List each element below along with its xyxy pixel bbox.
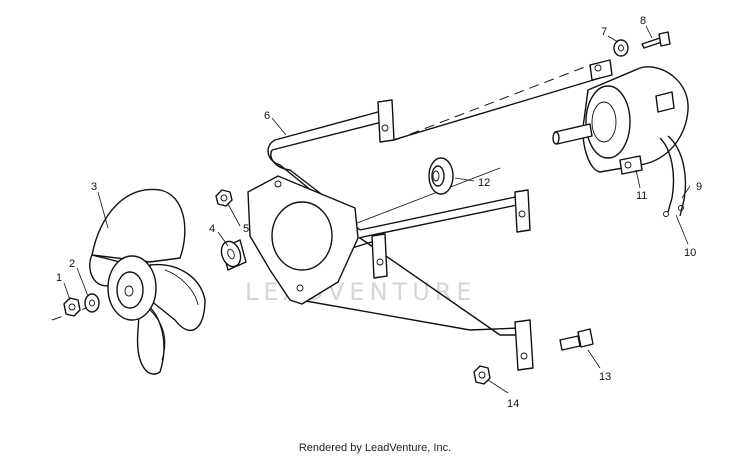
callout-5: 5: [243, 223, 249, 235]
callout-11: 11: [636, 190, 647, 202]
bracket-bolt: [559, 328, 594, 351]
grommet: [428, 157, 454, 195]
callout-6: 6: [264, 110, 270, 122]
callout-2: 2: [69, 258, 75, 270]
fan-nut: [63, 297, 81, 317]
callout-8: 8: [640, 15, 646, 27]
mounting-plate: [247, 175, 359, 305]
motor-washer: [613, 39, 629, 57]
bracket-nut: [473, 365, 491, 385]
fan-motor: [552, 59, 689, 217]
callout-4: 4: [209, 223, 215, 235]
callout-12: 12: [478, 177, 490, 189]
spacer: [220, 239, 247, 271]
callout-14: 14: [507, 398, 519, 410]
callout-13: 13: [599, 371, 611, 383]
hex-nut-5: [215, 189, 233, 207]
callout-7: 7: [601, 26, 607, 38]
callout-3: 3: [91, 181, 97, 193]
callout-9: 9: [696, 181, 702, 193]
callout-10: 10: [684, 247, 696, 259]
mounting-bracket: [267, 77, 601, 371]
callout-1: 1: [56, 272, 62, 284]
fan-blade: [89, 188, 206, 375]
footer-credit: Rendered by LeadVenture, Inc.: [298, 442, 452, 454]
motor-bolt: [641, 31, 671, 49]
assembly-axis-upper: [394, 64, 591, 141]
fan-washer: [84, 293, 100, 313]
